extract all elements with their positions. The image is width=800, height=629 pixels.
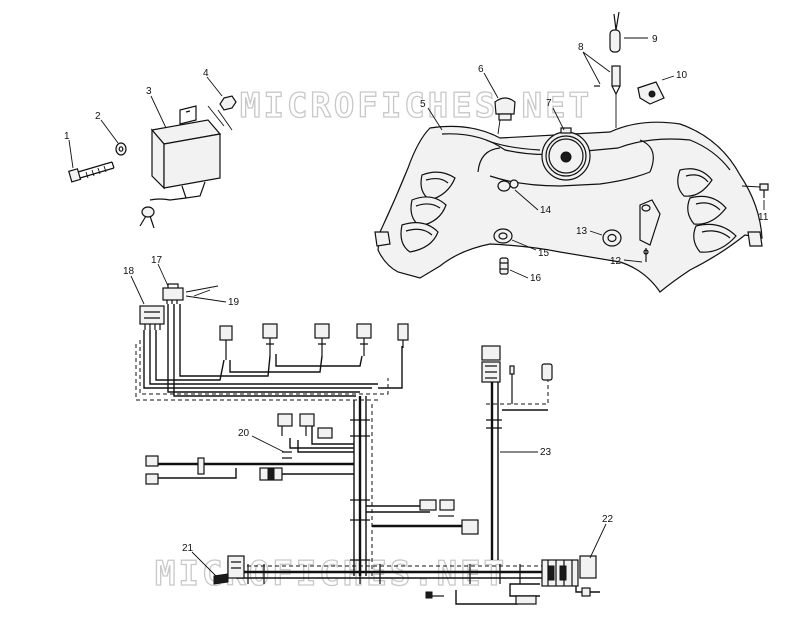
part-clip [594,65,621,128]
callout-14: 14 [540,205,552,216]
harness-branch-23 [481,345,553,560]
part-pin [643,248,649,262]
part-screw [741,183,769,198]
callout-5: 5 [420,99,426,110]
harness-branch-mid [366,499,479,535]
callout-21: 21 [182,543,194,554]
harness-bottom [213,555,600,605]
callout-18: 18 [123,266,135,277]
callout-10: 10 [676,70,688,81]
part-bulb-socket [494,97,516,135]
harness-trunk [350,396,373,576]
callout-7: 7 [546,98,552,109]
callout-1: 1 [64,131,70,142]
callout-8: 8 [578,42,584,53]
watermark-top: MICROFICHES.NET [240,86,592,126]
part-module [139,105,222,229]
part-bracket [637,81,665,105]
harness-upper [135,304,409,401]
callout-23: 23 [540,447,552,458]
callout-11: 11 [758,212,769,223]
part-grommet-13 [602,229,622,247]
part-fuse [499,257,509,275]
part-gauge [541,127,591,181]
callout-22: 22 [602,514,614,525]
callout-4: 4 [203,68,209,79]
callout-6: 6 [478,64,484,75]
callout-9: 9 [652,34,658,45]
part-grommet-15 [493,228,513,244]
part-switch [497,179,519,192]
part-nut [207,95,237,131]
callout-15: 15 [538,248,550,259]
part-bolt [68,161,115,183]
callout-12: 12 [610,256,622,267]
callout-3: 3 [146,86,152,97]
callout-2: 2 [95,111,101,122]
part-bulb [609,11,621,53]
part-connector-block [139,305,165,330]
part-washer [115,142,127,156]
callout-13: 13 [576,226,588,237]
callout-16: 16 [530,273,542,284]
watermark-bottom: MICROFICHES.NET [155,554,507,594]
callout-20: 20 [238,428,250,439]
callout-19: 19 [228,297,240,308]
part-dash-panel [374,121,763,293]
part-connector-17 [162,283,184,304]
callout-17: 17 [151,255,163,266]
harness-branch-20 [145,413,354,485]
